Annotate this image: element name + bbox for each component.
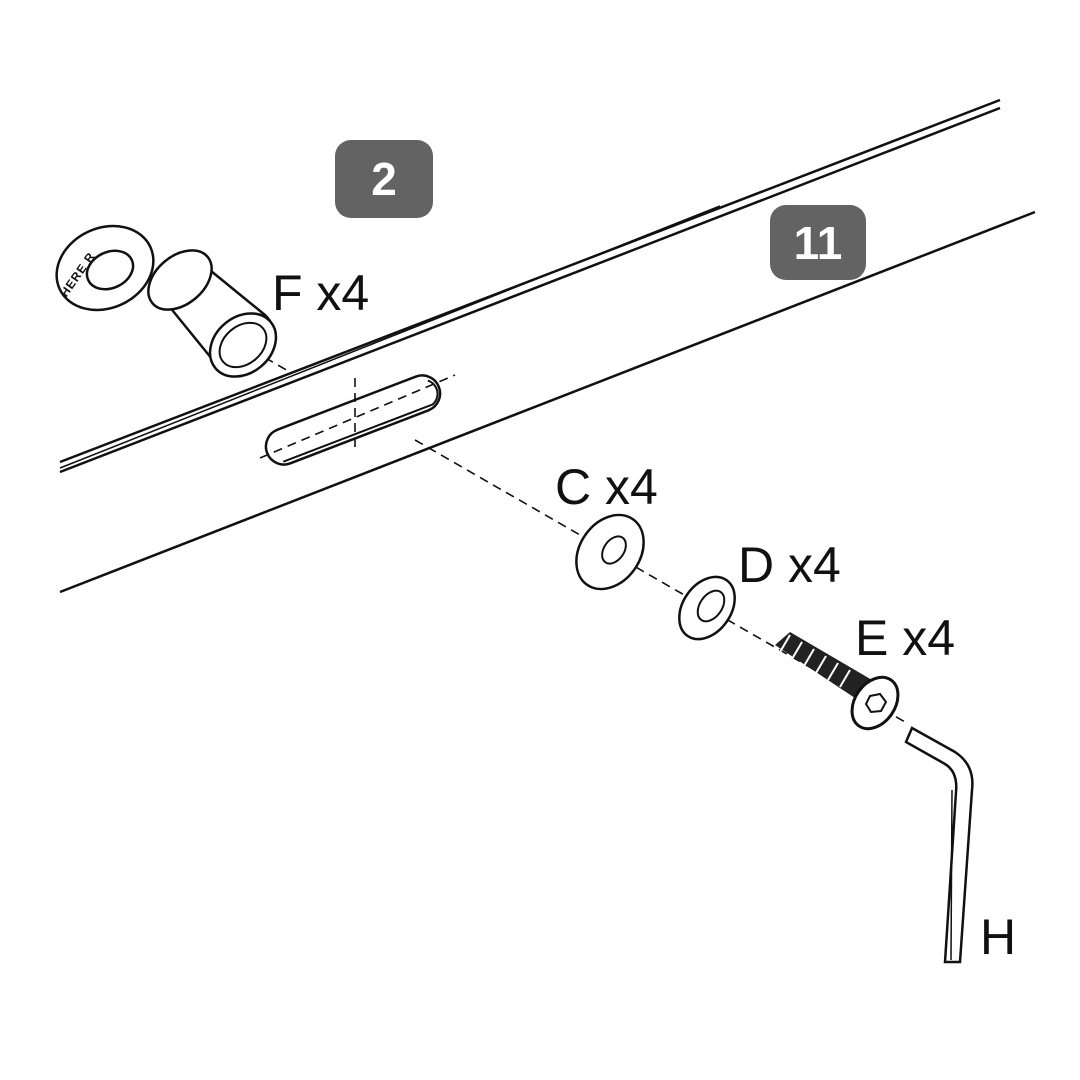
label-part-f: F x4 — [272, 265, 370, 321]
lock-washer-d — [678, 575, 736, 641]
spacer-f — [147, 249, 278, 378]
label-part-d: D x4 — [738, 537, 841, 593]
label-part-e: E x4 — [855, 610, 956, 666]
beam — [59, 98, 1036, 594]
label-part-h: H — [980, 909, 1017, 965]
hex-key-h — [904, 726, 974, 964]
washer-c — [575, 513, 645, 591]
bolt-e — [775, 632, 900, 731]
step-badge: 2 — [335, 140, 433, 218]
label-part-c: C x4 — [555, 459, 658, 515]
part-number-badge: 11 — [770, 205, 866, 280]
cap-r — [55, 224, 155, 312]
slot — [264, 374, 442, 466]
